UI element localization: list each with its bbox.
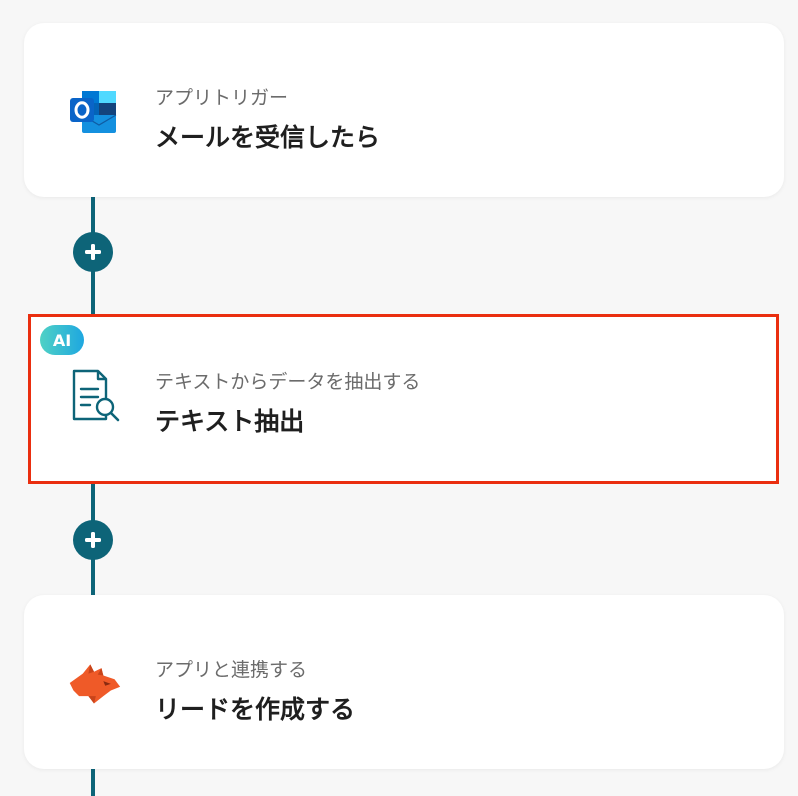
flow-connector-line — [91, 768, 95, 796]
ai-badge: AI — [40, 325, 84, 355]
plus-icon — [85, 532, 101, 548]
step-subtitle: アプリと連携する — [155, 659, 308, 681]
step-title: リードを作成する — [155, 695, 356, 724]
flow-step-card-trigger[interactable]: アプリトリガー メールを受信したら — [24, 23, 784, 197]
add-step-button[interactable] — [73, 232, 113, 272]
step-subtitle: テキストからデータを抽出する — [155, 371, 421, 393]
document-search-icon — [67, 367, 123, 423]
step-subtitle: アプリトリガー — [155, 87, 289, 109]
flow-step-card-ai-extract[interactable]: テキストからデータを抽出する テキスト抽出 — [28, 314, 779, 484]
step-title: テキスト抽出 — [155, 407, 305, 436]
step-title: メールを受信したら — [155, 123, 381, 152]
plus-icon — [85, 244, 101, 260]
outlook-icon — [66, 83, 122, 139]
flow-step-card-action[interactable]: アプリと連携する リードを作成する — [24, 595, 784, 769]
add-step-button[interactable] — [73, 520, 113, 560]
hubspot-fox-icon — [66, 655, 122, 711]
